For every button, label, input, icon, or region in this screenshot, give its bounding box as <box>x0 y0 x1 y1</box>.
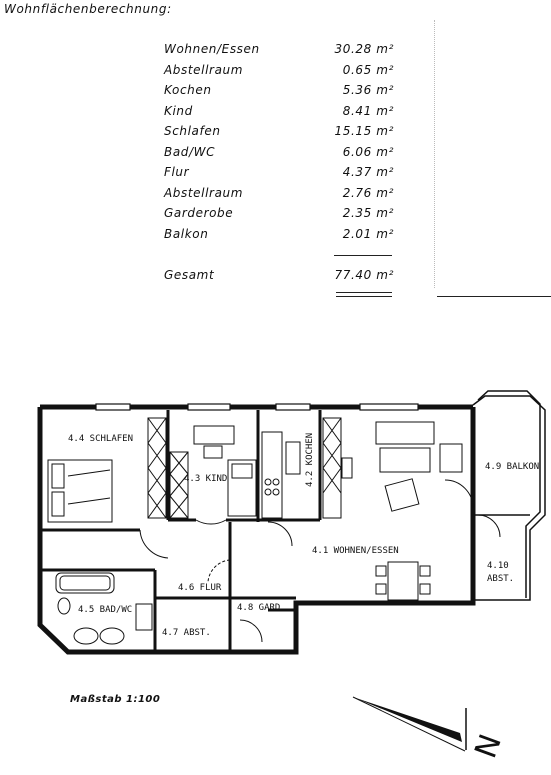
area-name: Balkon <box>164 227 209 241</box>
windows <box>95 403 419 411</box>
room-label-abst7: 4.7 ABST. <box>162 628 211 638</box>
balcony <box>472 390 546 601</box>
page-edge-line <box>434 20 435 288</box>
total-value: 77.40 m² <box>334 268 394 282</box>
sum-rule <box>334 255 392 256</box>
room-label-bad: 4.5 BAD/WC <box>78 605 132 615</box>
area-value: 6.06 m² <box>342 145 394 159</box>
area-name: Kind <box>164 104 193 118</box>
room-label-abst-number: 4.10 <box>487 561 509 571</box>
area-value: 0.65 m² <box>342 63 394 77</box>
bathroom-fixtures <box>55 572 153 645</box>
area-name: Kochen <box>164 83 212 97</box>
area-name: Garderobe <box>164 206 234 220</box>
area-row: Garderobe 2.35 m² <box>164 206 394 224</box>
area-row: Bad/WC 6.06 m² <box>164 145 394 163</box>
area-row: Flur 4.37 m² <box>164 165 394 183</box>
area-value: 2.76 m² <box>342 186 394 200</box>
room-label-flur: 4.6 FLUR <box>178 583 222 593</box>
area-row: Kochen 5.36 m² <box>164 83 394 101</box>
interior-walls <box>42 410 475 652</box>
door-swings <box>139 479 501 643</box>
double-rule-bottom <box>336 296 392 297</box>
area-value: 5.36 m² <box>342 83 394 97</box>
north-arrow-icon: N <box>352 696 509 763</box>
room-label-wohnen: 4.1 WOHNEN/ESSEN <box>312 546 399 556</box>
area-name: Schlafen <box>164 124 221 138</box>
area-value: 8.41 m² <box>342 104 394 118</box>
total-row: Gesamt 77.40 m² <box>164 268 394 286</box>
area-row: Schlafen 15.15 m² <box>164 124 394 142</box>
room-label-kochen: 4.2 KOCHEN <box>305 433 315 487</box>
area-name: Abstellraum <box>164 63 244 77</box>
page-title: Wohnflächenberechnung: <box>4 2 172 16</box>
room-label-abst: ABST. <box>487 574 514 584</box>
area-row: Wohnen/Essen 30.28 m² <box>164 42 394 60</box>
wardrobes <box>147 417 342 519</box>
kids-furniture <box>193 425 257 517</box>
double-rule-top <box>336 292 392 293</box>
area-value: 15.15 m² <box>334 124 394 138</box>
area-value: 4.37 m² <box>342 165 394 179</box>
room-label-kind: 4.3 KIND <box>184 474 227 484</box>
area-value: 30.28 m² <box>334 42 394 56</box>
room-label-gard: 4.8 GARD <box>237 603 280 613</box>
area-value: 2.01 m² <box>342 227 394 241</box>
page-edge-line <box>437 296 551 297</box>
area-row: Balkon 2.01 m² <box>164 227 394 245</box>
total-name: Gesamt <box>164 268 215 282</box>
area-row: Kind 8.41 m² <box>164 104 394 122</box>
kitchen <box>261 431 301 519</box>
room-label-schlafen: 4.4 SCHLAFEN <box>68 434 133 444</box>
area-name: Abstellraum <box>164 186 244 200</box>
scale-label: Maßstab 1:100 <box>70 694 161 705</box>
north-letter: N <box>468 730 509 763</box>
area-name: Bad/WC <box>164 145 216 159</box>
room-label-balkon: 4.9 BALKON <box>485 462 539 472</box>
area-name: Flur <box>164 165 190 179</box>
area-row: Abstellraum 2.76 m² <box>164 186 394 204</box>
living-furniture <box>341 421 463 601</box>
area-value: 2.35 m² <box>342 206 394 220</box>
double-bed <box>47 459 113 523</box>
area-name: Wohnen/Essen <box>164 42 260 56</box>
area-row: Abstellraum 0.65 m² <box>164 63 394 81</box>
